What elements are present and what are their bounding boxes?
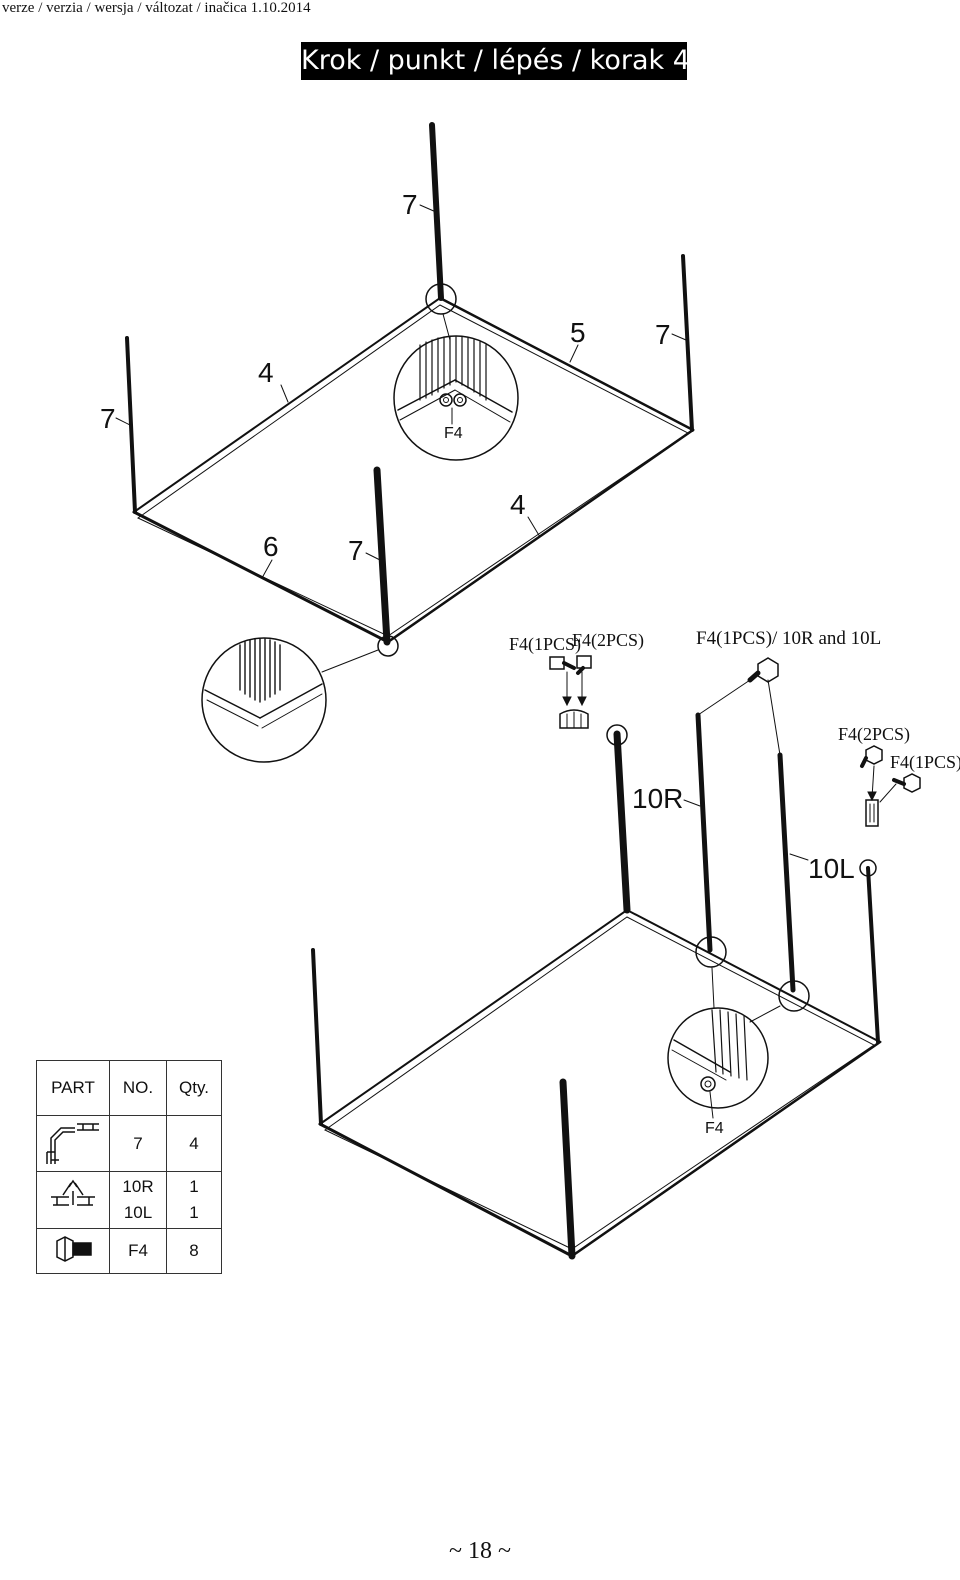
label-detail-bottom-part: F4 (705, 1120, 724, 1137)
parts-table: PART NO. Qty. 7 4 (36, 1060, 222, 1274)
page-number: ~ 18 ~ (449, 1538, 511, 1564)
label-bolts-door: F4(1PCS)/ 10R and 10L (696, 628, 881, 649)
label-door-left: 10L (808, 853, 855, 884)
label-beam-left: 4 (258, 357, 274, 388)
corner-detail-front (201, 637, 327, 763)
parts-qty-7: 4 (166, 1115, 222, 1172)
label-beam-back: 5 (570, 317, 586, 348)
bolt-group-right (860, 745, 921, 827)
bolt-door (747, 657, 779, 683)
parts-qty-10r: 1 (189, 1177, 199, 1196)
door-post-10r (695, 712, 713, 953)
page-title: Krok / punkt / lépés / korak 4 (301, 42, 690, 80)
post-7-front (373, 466, 391, 646)
parts-no-7: 7 (109, 1115, 167, 1172)
label-door-right: 10R (632, 783, 683, 814)
door-post-10l (777, 752, 796, 993)
parts-qty-f4: 8 (166, 1228, 222, 1274)
label-post-top: 7 (402, 189, 418, 220)
label-base-front: 6 (263, 531, 279, 562)
lower-frame (318, 908, 882, 1258)
label-beam-front: 4 (510, 489, 526, 520)
lower-post-left (311, 948, 323, 1126)
upper-frame (132, 296, 695, 644)
parts-header-part: PART (36, 1060, 110, 1116)
label-post-right: 7 (655, 319, 671, 350)
bolt-icon (36, 1228, 110, 1274)
lower-post-right (866, 866, 880, 1044)
parts-no-10r: 10R (122, 1177, 154, 1196)
parts-qty-10l: 1 (189, 1203, 199, 1222)
corner-detail-top (393, 335, 519, 461)
post-7-right (681, 254, 694, 432)
lower-post-front (559, 1078, 576, 1260)
label-bolts-right-1pcs: F4(1PCS) (890, 752, 960, 773)
corner-post-profile-icon (36, 1115, 110, 1172)
parts-header-qty: Qty. (166, 1060, 222, 1116)
label-bolts-2pcs: F4(2PCS) (572, 630, 644, 651)
label-bolts-right-2pcs: F4(2PCS) (838, 724, 910, 745)
parts-no-doors: 10R 10L (109, 1171, 167, 1229)
post-7-top (429, 122, 444, 301)
label-bolts-1pcs: F4(1PCS) (509, 634, 581, 655)
label-post-left: 7 (100, 403, 116, 434)
parts-no-f4: F4 (109, 1228, 167, 1274)
parts-header-no: NO. (109, 1060, 167, 1116)
corner-detail-bottom (667, 1007, 769, 1119)
lower-post-back (613, 730, 631, 914)
door-post-profile-icon (36, 1171, 110, 1229)
parts-qty-doors: 1 1 (166, 1171, 222, 1229)
version-line: verze / verzia / wersja / változat / ina… (2, 0, 311, 16)
post-7-left (125, 336, 137, 514)
label-detail-top-part: F4 (444, 425, 463, 442)
label-post-front: 7 (348, 535, 364, 566)
bolt-group-left (549, 655, 592, 729)
parts-no-10l: 10L (123, 1203, 153, 1222)
